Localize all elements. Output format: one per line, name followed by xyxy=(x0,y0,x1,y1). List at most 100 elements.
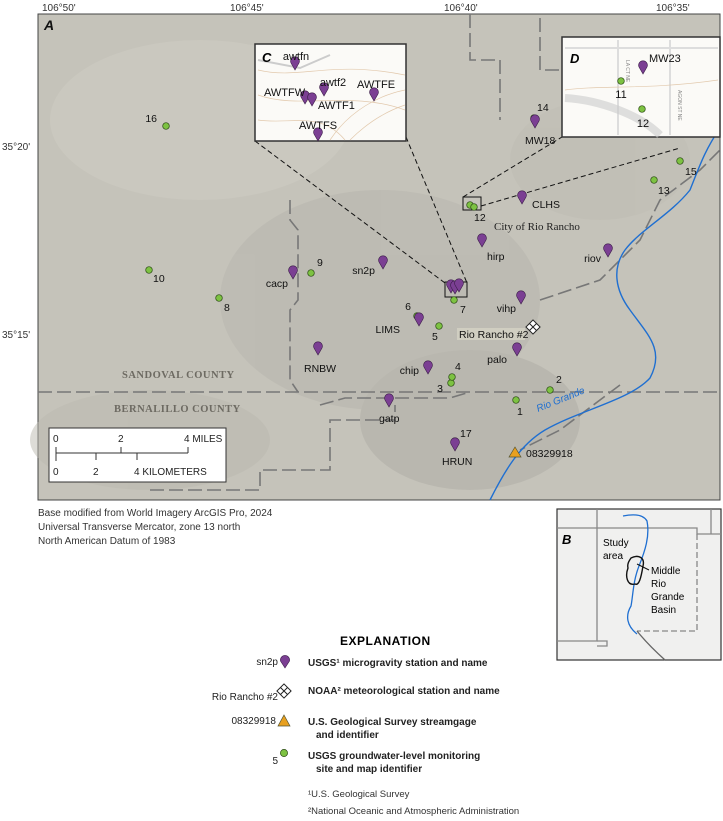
explanation-text: and identifier xyxy=(316,730,379,741)
noaa-station-icon xyxy=(276,683,292,699)
groundwater-site-marker[interactable] xyxy=(447,379,455,387)
marker-label: 3 xyxy=(437,383,443,395)
groundwater-site-marker[interactable] xyxy=(162,122,170,130)
groundwater-site-marker[interactable] xyxy=(638,105,646,113)
explanation-title: EXPLANATION xyxy=(340,634,431,648)
microgravity-station-icon xyxy=(280,655,290,669)
marker-label: LIMS xyxy=(375,324,400,336)
microgravity-station-marker[interactable] xyxy=(450,437,460,452)
scale-tick-label: 4 KILOMETERS xyxy=(134,467,207,478)
microgravity-station-marker[interactable] xyxy=(603,243,613,258)
panel-label-d: D xyxy=(570,51,580,66)
lon-label: 106°40' xyxy=(444,3,478,14)
microgravity-station-marker[interactable] xyxy=(369,87,379,102)
microgravity-station-marker[interactable] xyxy=(414,312,424,327)
marker-label: 14 xyxy=(537,102,549,114)
lon-label: 106°50' xyxy=(42,3,76,14)
microgravity-station-marker[interactable] xyxy=(319,82,329,97)
microgravity-station-marker[interactable] xyxy=(378,255,388,270)
explanation-text: USGS groundwater-level monitoring xyxy=(308,751,481,762)
middle-rio-grande-basin-outline xyxy=(626,555,645,585)
microgravity-station-marker[interactable] xyxy=(517,190,527,205)
marker-label: sn2p xyxy=(352,265,375,277)
groundwater-site-marker[interactable] xyxy=(435,322,443,330)
study-area-label: Study xyxy=(603,538,629,549)
scale-tick-label: 0 xyxy=(53,434,59,445)
marker-label: 13 xyxy=(658,185,670,197)
marker-label: AWTFE xyxy=(357,79,395,91)
marker-label: vihp xyxy=(497,303,516,315)
explanation-text: U.S. Geological Survey streamgage xyxy=(308,717,477,728)
microgravity-station-marker[interactable] xyxy=(516,290,526,305)
marker-label: 10 xyxy=(153,273,165,285)
groundwater-site-marker[interactable] xyxy=(650,176,658,184)
microgravity-station-marker[interactable] xyxy=(384,393,394,408)
panel-label-a: A xyxy=(43,17,54,33)
microgravity-station-marker[interactable] xyxy=(290,56,300,71)
marker-label: HRUN xyxy=(442,456,472,468)
marker-label: 15 xyxy=(685,166,697,178)
groundwater-site-marker[interactable] xyxy=(448,373,456,381)
groundwater-site-marker[interactable] xyxy=(676,157,684,165)
longitude-labels: 106°50' 106°45' 106°40' 106°35' xyxy=(42,3,690,14)
basin-label: Grande xyxy=(651,592,685,603)
groundwater-site-marker[interactable] xyxy=(546,386,554,394)
credit-line: Base modified from World Imagery ArcGIS … xyxy=(38,508,273,519)
city-label: City of Rio Rancho xyxy=(494,221,580,233)
microgravity-station-marker[interactable] xyxy=(307,92,317,107)
groundwater-site-marker[interactable] xyxy=(470,203,478,211)
microgravity-station-marker[interactable] xyxy=(638,60,648,75)
scale-bar: 0 2 4 MILES 0 2 4 KILOMETERS xyxy=(48,427,227,483)
street-label: LA CT NE xyxy=(624,60,630,83)
groundwater-site-marker[interactable] xyxy=(512,396,520,404)
groundwater-site-marker[interactable] xyxy=(215,294,223,302)
marker-label: awtfn xyxy=(283,51,309,63)
latitude-labels: 35°20' 35°15' xyxy=(2,142,30,341)
marker-label: CLHS xyxy=(532,199,560,211)
scale-tick-label: 2 xyxy=(93,467,99,478)
explanation-text: USGS¹ microgravity station and name xyxy=(308,658,488,669)
groundwater-site-marker[interactable] xyxy=(145,266,153,274)
boundaries xyxy=(38,14,721,491)
marker-label: 6 xyxy=(405,301,411,313)
panel-label-c: C xyxy=(262,50,272,65)
marker-label: 2 xyxy=(556,374,562,386)
microgravity-station-marker[interactable] xyxy=(512,342,522,357)
marker-label: cacp xyxy=(266,278,288,290)
microgravity-station-marker[interactable] xyxy=(530,114,540,129)
marker-label: AWTF1 xyxy=(318,100,355,112)
scale-tick-label: 4 MILES xyxy=(184,434,223,445)
explanation-symbol-label: sn2p xyxy=(256,657,278,668)
inset-b-locator-map: B Study area Middle Rio Grande Basin xyxy=(556,508,722,661)
lon-label: 106°35' xyxy=(656,3,690,14)
groundwater-site-marker[interactable] xyxy=(450,296,458,304)
microgravity-station-marker[interactable] xyxy=(477,233,487,248)
streamgage-marker[interactable] xyxy=(508,446,522,458)
marker-label: hirp xyxy=(487,251,505,263)
marker-label: 8 xyxy=(224,302,230,314)
microgravity-station-marker[interactable] xyxy=(313,127,323,142)
marker-label: riov xyxy=(584,253,602,265)
marker-label: 9 xyxy=(317,257,323,269)
microgravity-station-marker[interactable] xyxy=(288,265,298,280)
marker-label: 5 xyxy=(432,331,438,343)
map-a: 106°50' 106°45' 106°40' 106°35' 35°20' 3… xyxy=(2,3,721,501)
marker-label: gatp xyxy=(379,413,400,425)
marker-label: 17 xyxy=(460,428,472,440)
sandoval-county-label: SANDOVAL COUNTY xyxy=(122,370,235,381)
marker-label: 12 xyxy=(637,118,649,130)
microgravity-station-marker[interactable] xyxy=(423,360,433,375)
scale-tick-label: 2 xyxy=(118,434,124,445)
groundwater-site-marker[interactable] xyxy=(617,77,625,85)
groundwater-site-marker[interactable] xyxy=(307,269,315,277)
marker-label: AWTFW xyxy=(264,87,306,99)
microgravity-station-marker[interactable] xyxy=(454,278,464,293)
noaa-station-marker[interactable] xyxy=(525,319,541,335)
microgravity-station-marker[interactable] xyxy=(313,341,323,356)
marker-label: awtf2 xyxy=(320,77,346,89)
marker-label: 11 xyxy=(615,89,626,101)
marker-label: palo xyxy=(487,354,507,366)
